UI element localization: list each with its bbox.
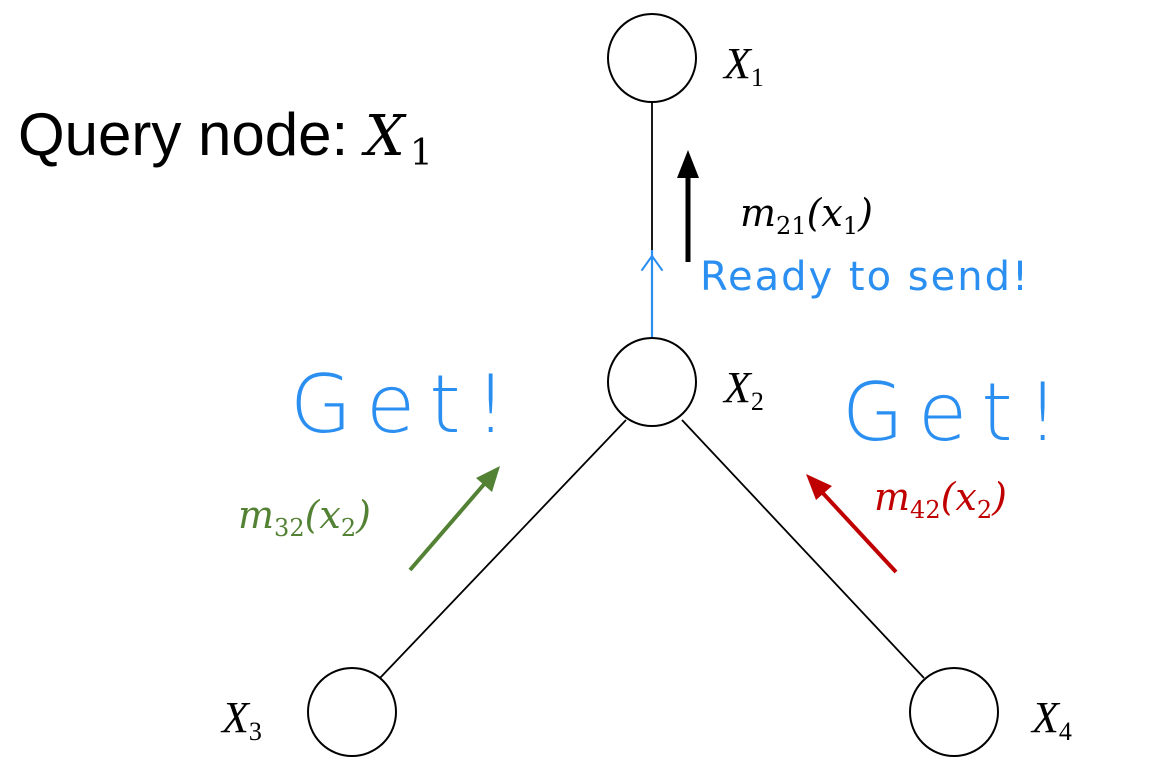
m42-arg-close: )	[991, 475, 1007, 519]
node-x2-label: X2	[722, 363, 764, 416]
node-x2-var: X	[722, 363, 753, 412]
node-x1	[607, 13, 697, 103]
node-x2	[607, 337, 697, 427]
message-m42-label: m42(x2)	[874, 475, 1007, 524]
ready-arrow	[641, 254, 663, 291]
node-x2-sub: 2	[751, 387, 764, 416]
arrow-m21-head	[677, 150, 699, 178]
get-right-annotation: Get!	[842, 366, 1073, 459]
arrow-m32-head	[476, 466, 500, 492]
edge-x2-x3	[379, 419, 627, 679]
m21-arg-open: (x	[807, 191, 843, 235]
m32-sub: 32	[274, 514, 305, 542]
m21-sub: 21	[776, 212, 807, 240]
m42-sub: 42	[910, 496, 941, 524]
m21-arg-sub: 1	[843, 212, 858, 240]
node-x1-label: X1	[722, 39, 764, 92]
node-x3-label: X3	[220, 693, 262, 746]
message-m21-label: m21(x1)	[740, 191, 873, 240]
m32-arg-sub: 2	[341, 514, 356, 542]
m42-m: m	[874, 475, 910, 519]
node-x4-var: X	[1030, 693, 1061, 742]
m32-m: m	[238, 493, 274, 537]
m32-arg-open: (x	[305, 493, 341, 537]
node-x1-var: X	[722, 39, 753, 88]
query-title: Query node: X 1	[18, 101, 433, 174]
node-x4	[909, 667, 999, 757]
arrow-m42	[818, 488, 898, 574]
message-m32-label: m32(x2)	[238, 493, 371, 542]
node-x3	[307, 667, 397, 757]
ready-annotation: Ready to send!	[700, 254, 1030, 300]
m42-arg-open: (x	[941, 475, 977, 519]
node-x3-var: X	[220, 693, 251, 742]
m42-arg-sub: 2	[977, 496, 992, 524]
node-x1-sub: 1	[751, 63, 764, 92]
node-x4-label: X4	[1030, 693, 1072, 746]
query-var-sub: 1	[410, 133, 433, 174]
query-var: X	[361, 104, 407, 169]
node-x4-sub: 4	[1059, 717, 1072, 746]
m21-arg-close: )	[857, 191, 873, 235]
m21-m: m	[740, 191, 776, 235]
query-prefix: Query node:	[18, 101, 365, 168]
arrow-m42-head	[806, 474, 832, 500]
arrow-m32	[408, 480, 488, 572]
node-x3-sub: 3	[249, 717, 262, 746]
edge-x2-x4	[681, 419, 925, 679]
m32-arg-close: )	[355, 493, 371, 537]
get-left-annotation: Get!	[290, 358, 521, 451]
